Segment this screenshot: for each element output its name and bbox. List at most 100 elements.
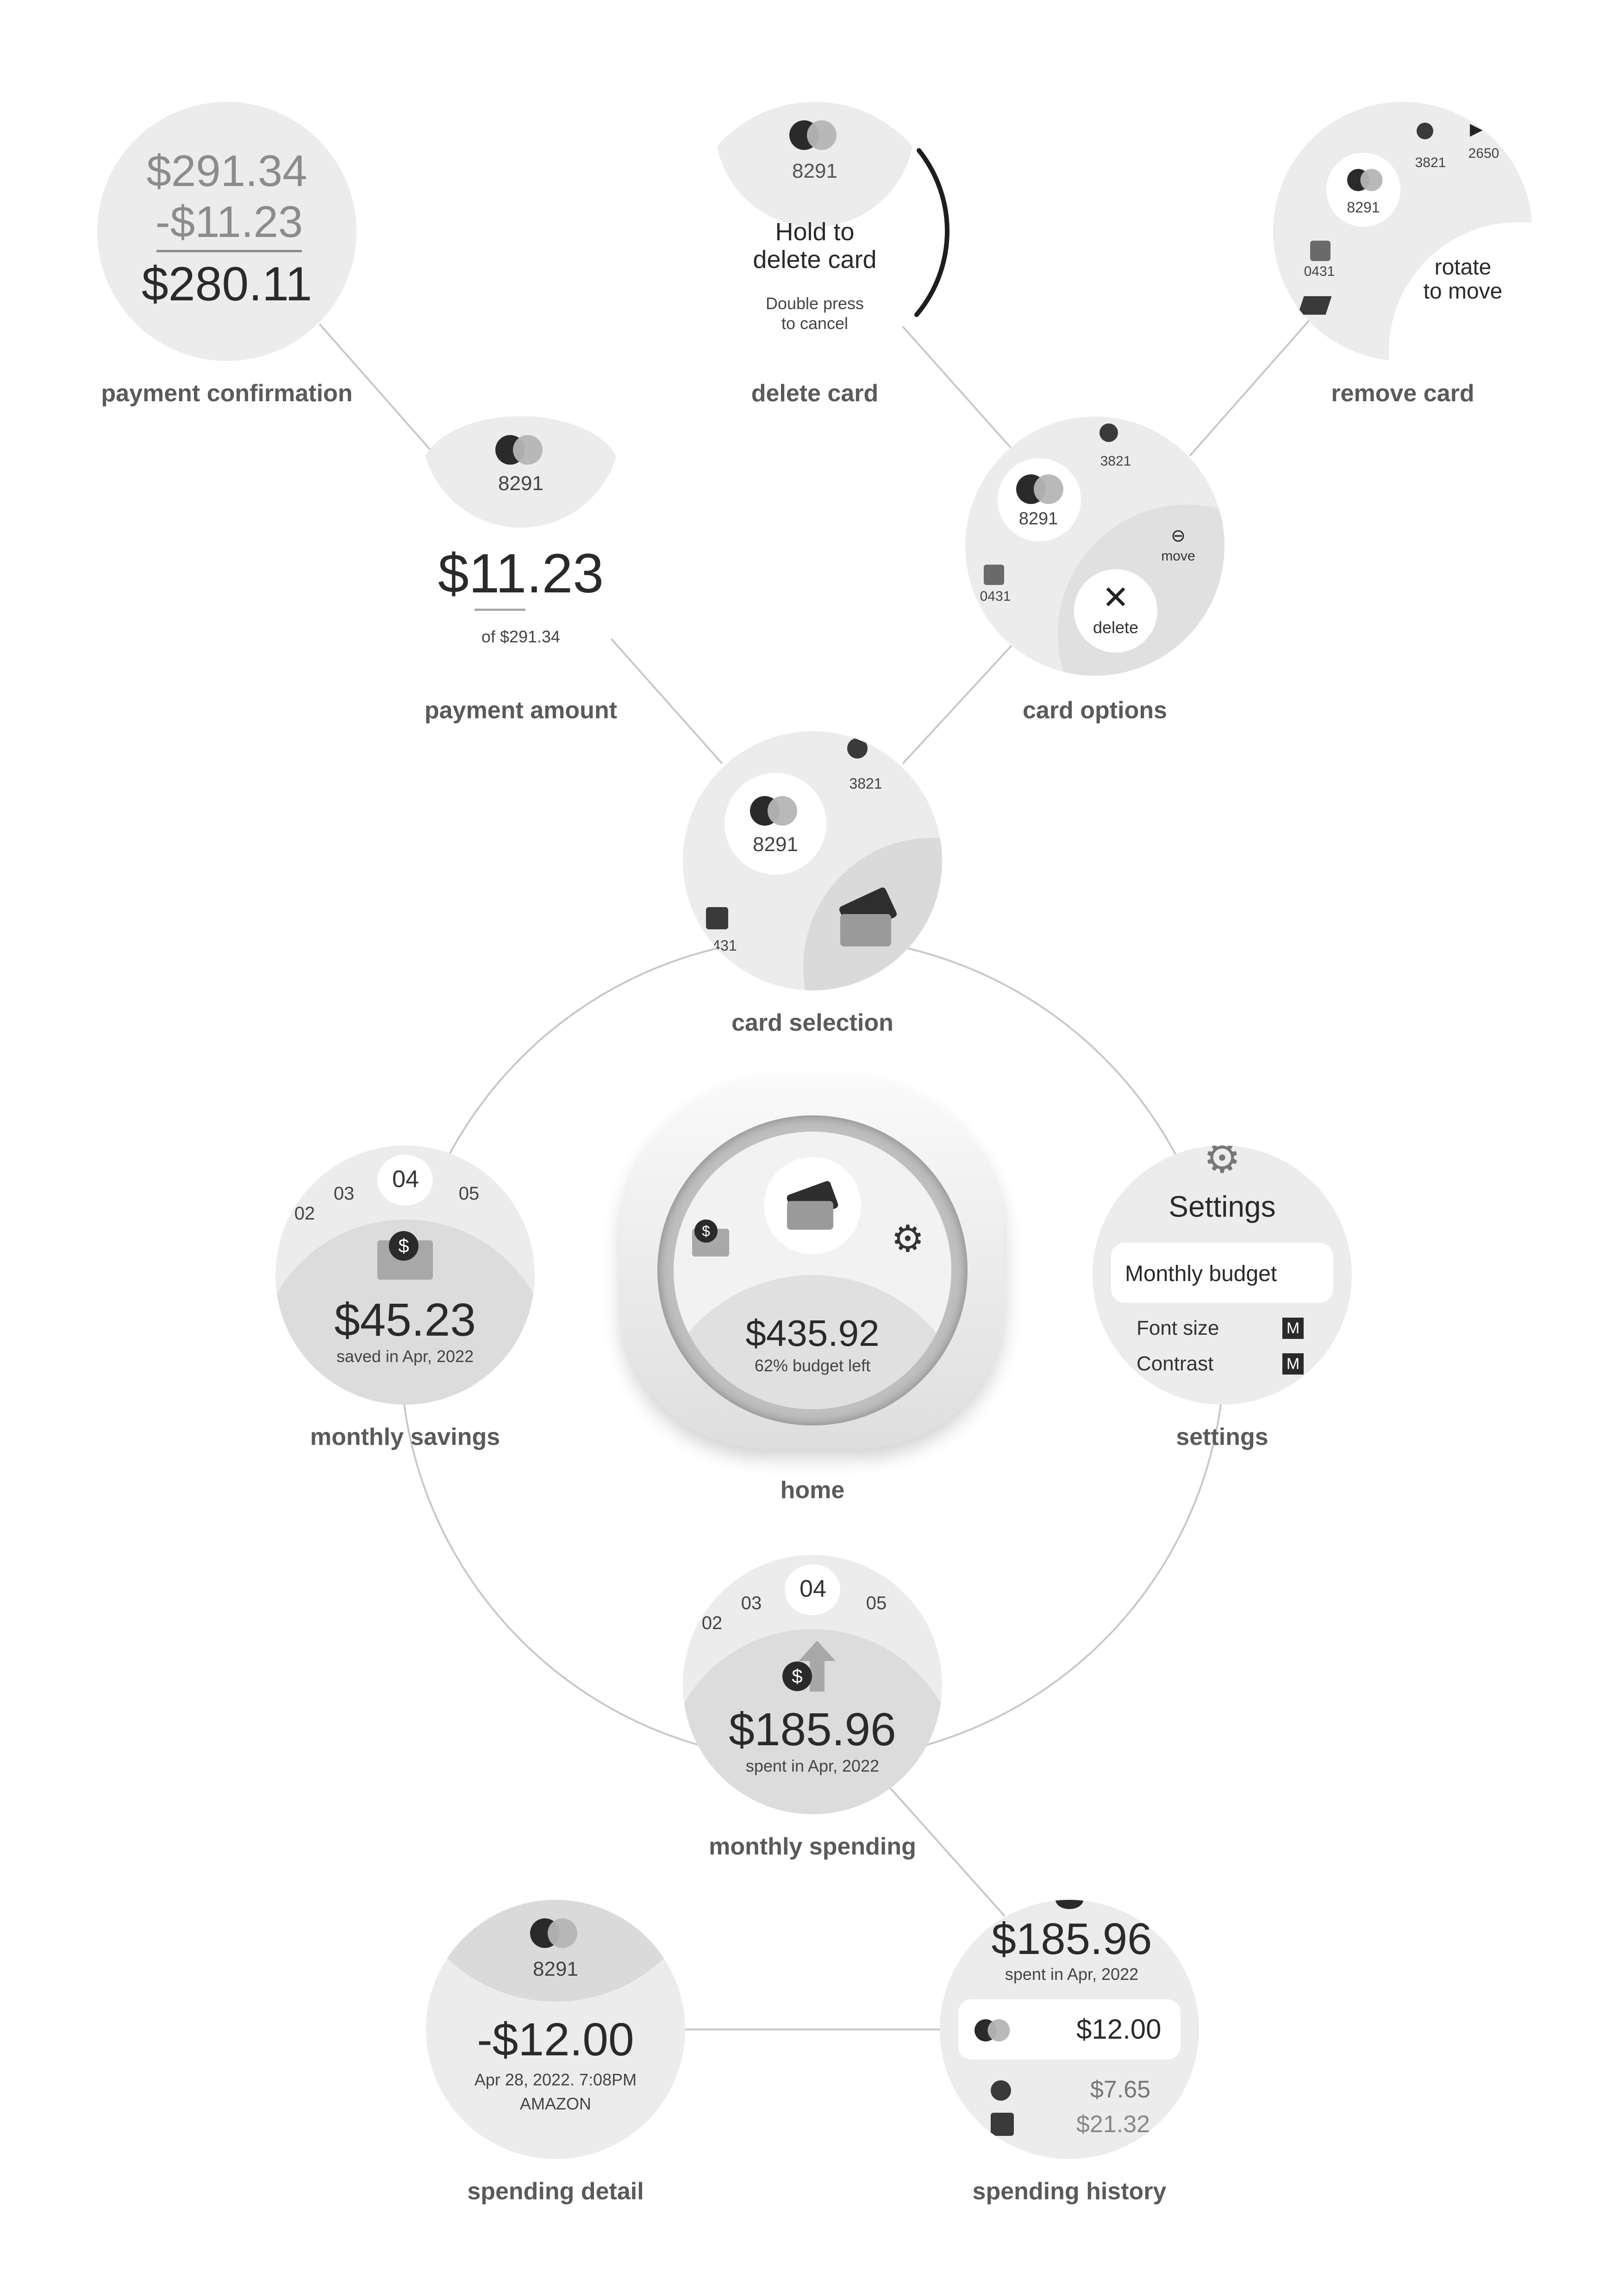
sum-divider [156, 250, 302, 252]
caption-delete-card: delete card [751, 380, 879, 407]
stack-icon [1298, 296, 1332, 315]
payment-amount-screen: 8291 $11.23 of $291.34 [391, 403, 650, 662]
card-logo-icon [750, 796, 801, 826]
detail-amount: -$12.00 [477, 2014, 634, 2066]
card-0431-icon [984, 565, 1004, 585]
spending-subtitle: spent in Apr, 2022 [745, 1756, 880, 1775]
deduction-amount: -$11.23 [155, 197, 303, 247]
contrast-value-badge[interactable]: M [1282, 1353, 1304, 1375]
card-3821-icon [1099, 423, 1118, 442]
card-options-screen: 8291 3821 0431 ⊖ move ✕ delete [965, 417, 1224, 676]
selected-card-number: 8291 [753, 833, 798, 856]
card-logo-icon [1016, 474, 1067, 504]
savings-amount: $45.23 [334, 1294, 476, 1346]
settings-tools-icon[interactable]: ⚙ [891, 1218, 924, 1259]
rotate-instruction-line1: rotate [1434, 255, 1492, 280]
original-amount: $291.34 [146, 146, 307, 196]
history-amount: $185.96 [991, 1914, 1152, 1964]
remove-card-8291: 8291 [1347, 199, 1380, 216]
delete-button[interactable] [1074, 569, 1157, 653]
card-0431-icon [1310, 241, 1330, 261]
font-size-value-badge[interactable]: M [1282, 1318, 1304, 1339]
month-03[interactable]: 03 [741, 1593, 762, 1613]
spending-detail-screen: 8291 -$12.00 Apr 28, 2022. 7:08PM AMAZON [426, 1900, 685, 2159]
monthly-spending-screen: 02 03 04 05 $ $185.96 spent in Apr, 2022 [683, 1555, 942, 1814]
other-card-431: 431 [712, 937, 737, 954]
card-logo-icon [974, 2019, 1013, 2041]
play-icon: ▶ [1470, 119, 1483, 138]
caption-monthly-spending: monthly spending [709, 1833, 916, 1860]
transaction-amount-1: $12.00 [1076, 2014, 1162, 2045]
history-subtitle: spent in Apr, 2022 [1005, 1965, 1139, 1984]
spending-history-screen: $185.96 spent in Apr, 2022 $12.00 $7.65 … [940, 1900, 1199, 2159]
card-number: 8291 [498, 472, 543, 495]
transaction-3-card-icon[interactable] [991, 2113, 1014, 2136]
caption-spending-detail: spending detail [467, 2178, 644, 2205]
monthly-budget-item[interactable] [1111, 1243, 1333, 1303]
card-number: 8291 [792, 160, 837, 182]
detail-datetime: Apr 28, 2022. 7:08PM [474, 2070, 637, 2089]
remove-card-0431: 0431 [1304, 264, 1335, 279]
cards-back-icon [787, 1201, 833, 1230]
scroll-indicator-icon [1056, 1900, 1083, 1909]
home-screen: $ ⚙ $435.92 62% budget left [674, 1132, 951, 1409]
month-04: 04 [800, 1575, 826, 1602]
contrast-label[interactable]: Contrast [1137, 1352, 1214, 1375]
selected-month-pill[interactable] [785, 1564, 840, 1615]
remove-card-screen: 8291 3821 ▶ 2650 0431 rotate to move [1273, 102, 1532, 361]
caption-card-options: card options [1022, 697, 1168, 724]
caption-payment-amount: payment amount [424, 697, 618, 724]
selected-month-pill[interactable] [377, 1155, 433, 1206]
payment-confirmation-screen: $291.34 -$11.23 $280.11 [97, 102, 356, 361]
transaction-2-card-icon[interactable] [991, 2080, 1011, 2101]
card-logo-icon [530, 1918, 581, 1948]
dollar-coin-icon: $ [389, 1231, 418, 1261]
card-number: 8291 [533, 1958, 578, 1980]
close-icon: ✕ [1102, 579, 1130, 616]
delete-title-line2: delete card [753, 246, 877, 274]
month-05[interactable]: 05 [866, 1593, 887, 1613]
cards-stack-back-icon [840, 914, 891, 946]
monthly-budget-label: Monthly budget [1125, 1262, 1277, 1286]
card-logo-icon [495, 435, 546, 465]
transaction-amount-3[interactable]: $21.32 [1076, 2111, 1150, 2138]
caption-home: home [780, 1477, 845, 1504]
delete-card-screen: 8291 Hold to delete card Double press to… [685, 102, 944, 361]
caption-card-selection: card selection [731, 1009, 893, 1036]
font-size-label[interactable]: Font size [1137, 1317, 1219, 1339]
spending-amount: $185.96 [729, 1704, 896, 1755]
other-card-0431: 0431 [980, 589, 1011, 604]
month-04: 04 [392, 1166, 419, 1193]
caption-monthly-savings: monthly savings [310, 1424, 500, 1450]
caption-spending-history: spending history [972, 2178, 1167, 2205]
other-card-3821: 3821 [1100, 454, 1131, 469]
card-3821-icon [1417, 123, 1433, 139]
month-02[interactable]: 02 [294, 1203, 315, 1224]
monthly-savings-screen: 02 03 04 05 $ $45.23 saved in Apr, 2022 [275, 1145, 535, 1405]
amount-underline [475, 609, 525, 611]
card-header-zone [426, 1900, 685, 2002]
move-icon[interactable]: ⊖ [1171, 526, 1186, 546]
card-3821-icon [847, 738, 868, 759]
delete-hint-line1: Double press [765, 294, 864, 313]
result-amount: $280.11 [141, 257, 312, 311]
payment-amount-value[interactable]: $11.23 [437, 542, 604, 604]
move-label[interactable]: move [1161, 548, 1195, 564]
month-05[interactable]: 05 [458, 1183, 480, 1204]
settings-screen: ⚙ Settings Monthly budget Font size M Co… [1093, 1145, 1352, 1405]
payment-of-total: of $291.34 [481, 627, 561, 646]
delete-title-line1: Hold to [775, 218, 855, 246]
month-02[interactable]: 02 [701, 1613, 723, 1633]
month-03[interactable]: 03 [333, 1183, 355, 1204]
caption-settings: settings [1176, 1424, 1268, 1450]
rotate-instruction-line2: to move [1423, 279, 1503, 304]
selected-card-number: 8291 [1018, 509, 1058, 529]
dollar-coin-icon: $ [694, 1220, 718, 1243]
transaction-amount-2[interactable]: $7.65 [1090, 2076, 1151, 2103]
card-0431-icon [706, 907, 728, 929]
card-logo-icon [789, 120, 840, 150]
caption-payment-confirmation: payment confirmation [101, 380, 353, 407]
card-logo-icon [1347, 169, 1386, 191]
dollar-coin-icon: $ [782, 1661, 812, 1691]
delete-label: delete [1093, 618, 1139, 637]
